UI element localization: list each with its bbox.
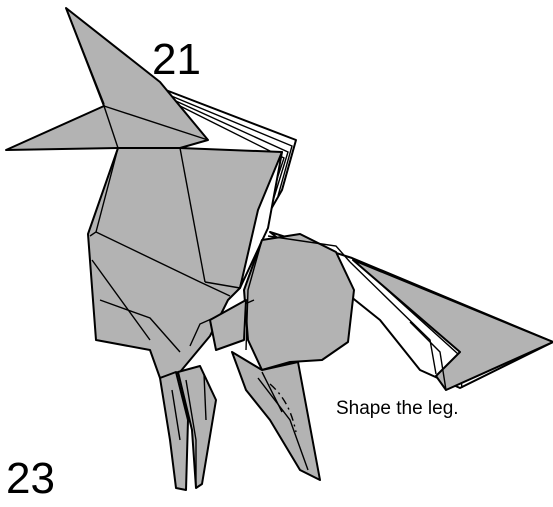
- step-number-21: 21: [152, 38, 201, 82]
- instruction-text: Shape the leg.: [336, 399, 459, 418]
- hind-leg: [232, 352, 320, 480]
- step-number-23: 23: [6, 457, 55, 501]
- front-legs: [160, 366, 216, 490]
